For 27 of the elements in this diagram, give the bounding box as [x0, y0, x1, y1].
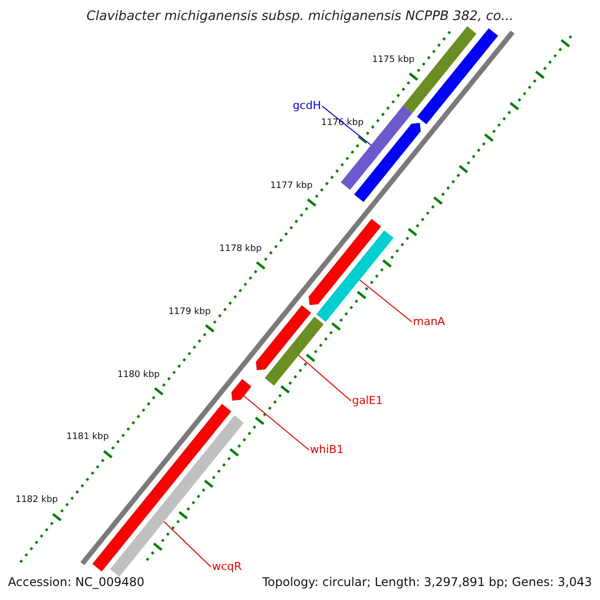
leader-line: [322, 106, 372, 146]
gene-label: manA: [413, 315, 445, 329]
accession-text: Accession: NC_009480: [8, 575, 144, 590]
scale-label: 1176 kbp: [321, 118, 364, 129]
leader-line: [243, 395, 310, 450]
gene-label: whiB1: [310, 443, 344, 457]
gene-label: gcdH: [292, 99, 321, 113]
gene-bar: [316, 230, 394, 322]
gene-label: wcqR: [212, 560, 242, 574]
gene-bar: [417, 28, 498, 124]
leader-line: [164, 521, 212, 568]
gene-bar: [264, 316, 324, 386]
leader-line: [298, 354, 352, 402]
gene-bar: [231, 379, 252, 401]
scale-label: 1175 kbp: [372, 54, 415, 66]
scale-label: 1177 kbp: [270, 180, 313, 192]
scale-label: 1182 kbp: [15, 495, 58, 506]
scale-label: 1179 kbp: [168, 306, 211, 318]
gene-bar: [308, 218, 381, 306]
genome-info-text: Topology: circular; Length: 3,297,891 bp; Genes: 3,043: [262, 575, 592, 590]
scale-label: 1181 kbp: [66, 432, 109, 444]
gene-label: galE1: [352, 394, 383, 408]
gene-bar: [110, 415, 244, 577]
scale-label: 1180 kbp: [117, 370, 160, 380]
leader-line: [359, 279, 412, 322]
scale-label: 1178 kbp: [219, 244, 262, 254]
gene-bar: [256, 305, 312, 370]
